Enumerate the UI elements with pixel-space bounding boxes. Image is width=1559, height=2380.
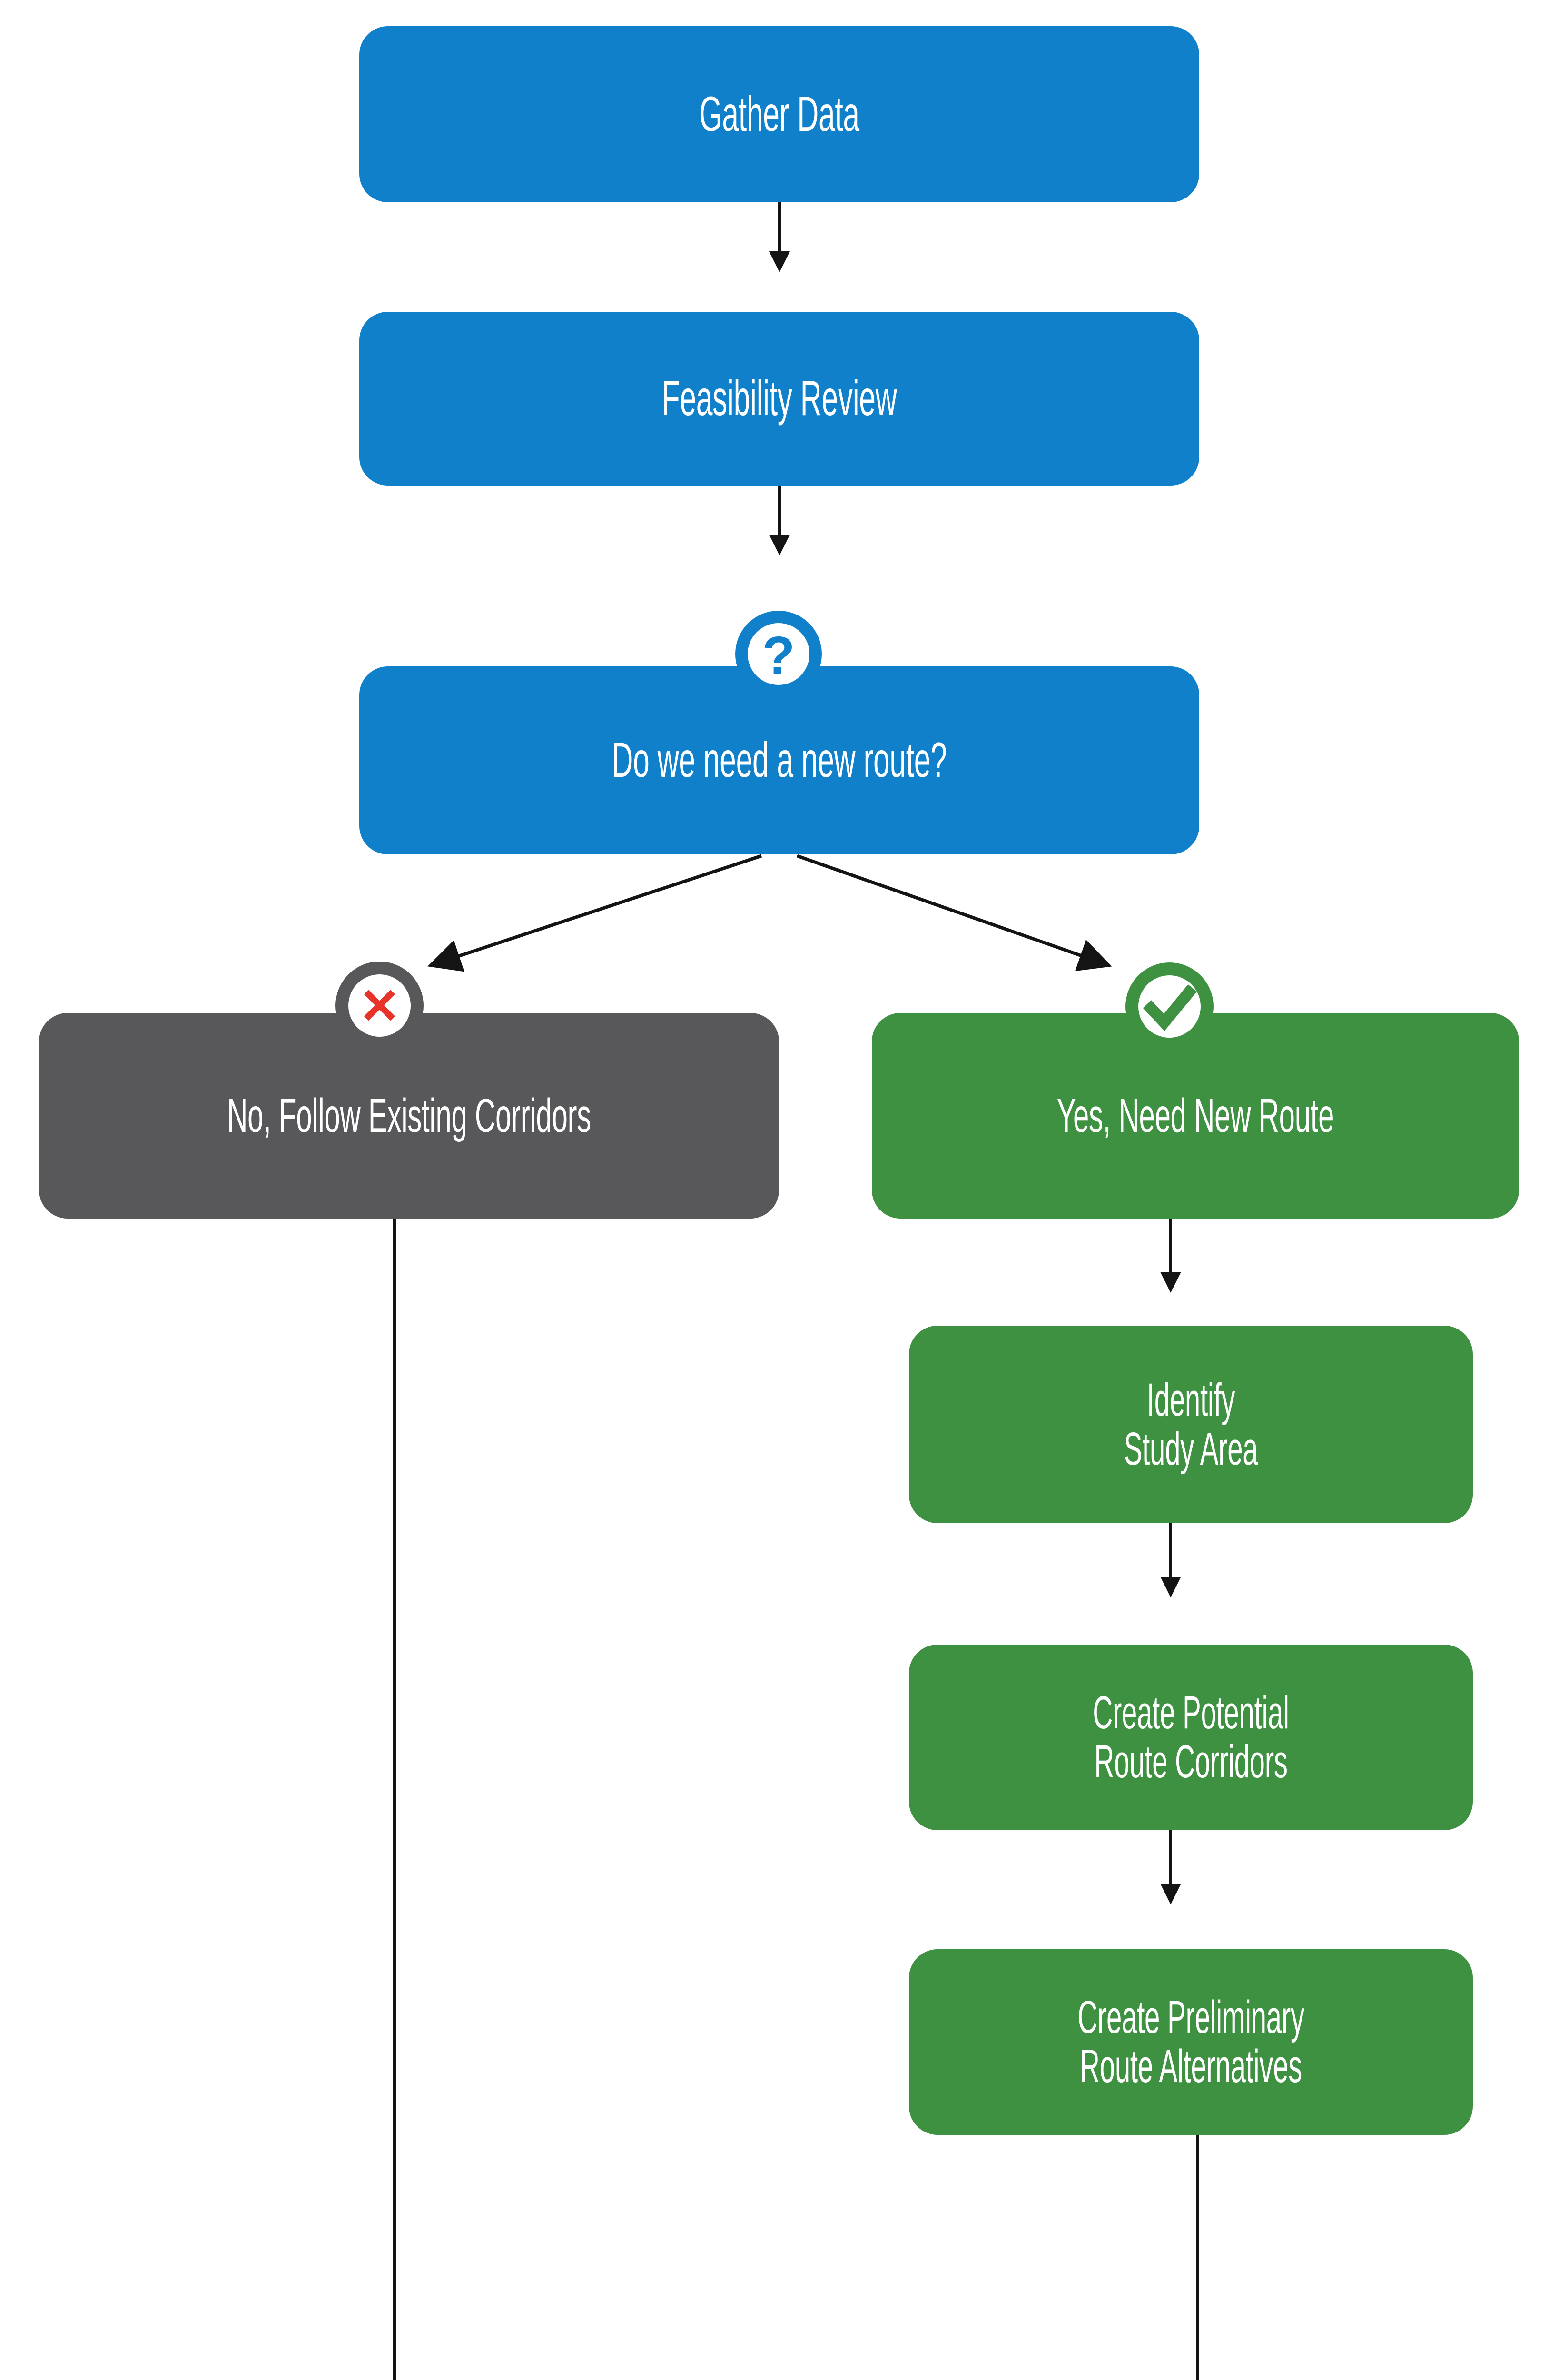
connector-decision-to-yes — [796, 854, 1112, 972]
connector-corridors-to-alternatives — [1169, 1830, 1172, 1887]
arrowhead-corridors-to-alternatives — [1160, 1884, 1181, 1904]
arrowhead-gather-to-feasibility — [769, 251, 790, 272]
x-mark-icon: ✕ — [335, 962, 424, 1050]
node-decision-new-route[interactable]: Do we need a new route? — [359, 666, 1199, 854]
node-feasibility-review[interactable]: Feasibility Review — [359, 312, 1199, 486]
node-identify-study-area-label: Identify Study Area — [1124, 1373, 1258, 1475]
node-gather-data-label: Gather Data — [699, 86, 859, 142]
arrowhead-feasibility-to-decision — [769, 535, 790, 555]
check-mark-icon — [1125, 962, 1214, 1051]
node-no-follow-existing-corridors-label: No, Follow Existing Corridors — [227, 1089, 591, 1142]
node-yes-need-new-route[interactable]: Yes, Need New Route — [872, 1013, 1519, 1219]
node-no-follow-existing-corridors[interactable]: No, Follow Existing Corridors — [39, 1013, 779, 1219]
node-create-route-corridors[interactable]: Create Potential Route Corridors — [909, 1645, 1473, 1830]
question-mark-icon: ? — [735, 611, 822, 697]
svg-text:?: ? — [762, 625, 795, 685]
connector-no-to-final-vertical — [393, 1219, 396, 2380]
connector-alternatives-to-final-vertical — [1196, 2135, 1199, 2380]
node-create-route-alternatives-label: Create Preliminary Route Alternatives — [1077, 1991, 1304, 2092]
node-yes-need-new-route-label: Yes, Need New Route — [1056, 1089, 1334, 1142]
node-feasibility-review-label: Feasibility Review — [661, 371, 897, 426]
connector-yes-to-study-area — [1169, 1219, 1172, 1276]
node-decision-new-route-label: Do we need a new route? — [612, 733, 947, 788]
node-create-route-alternatives[interactable]: Create Preliminary Route Alternatives — [909, 1949, 1473, 2135]
node-create-route-corridors-label: Create Potential Route Corridors — [1093, 1686, 1289, 1787]
connector-gather-to-feasibility — [778, 202, 781, 255]
arrowhead-yes-to-study-area — [1160, 1272, 1181, 1293]
svg-text:✕: ✕ — [359, 979, 400, 1034]
connector-decision-to-no — [427, 854, 762, 972]
node-gather-data[interactable]: Gather Data — [359, 26, 1199, 202]
connector-feasibility-to-decision — [778, 486, 781, 538]
node-identify-study-area[interactable]: Identify Study Area — [909, 1326, 1473, 1523]
connector-study-area-to-corridors — [1169, 1523, 1172, 1580]
arrowhead-study-area-to-corridors — [1160, 1577, 1181, 1597]
